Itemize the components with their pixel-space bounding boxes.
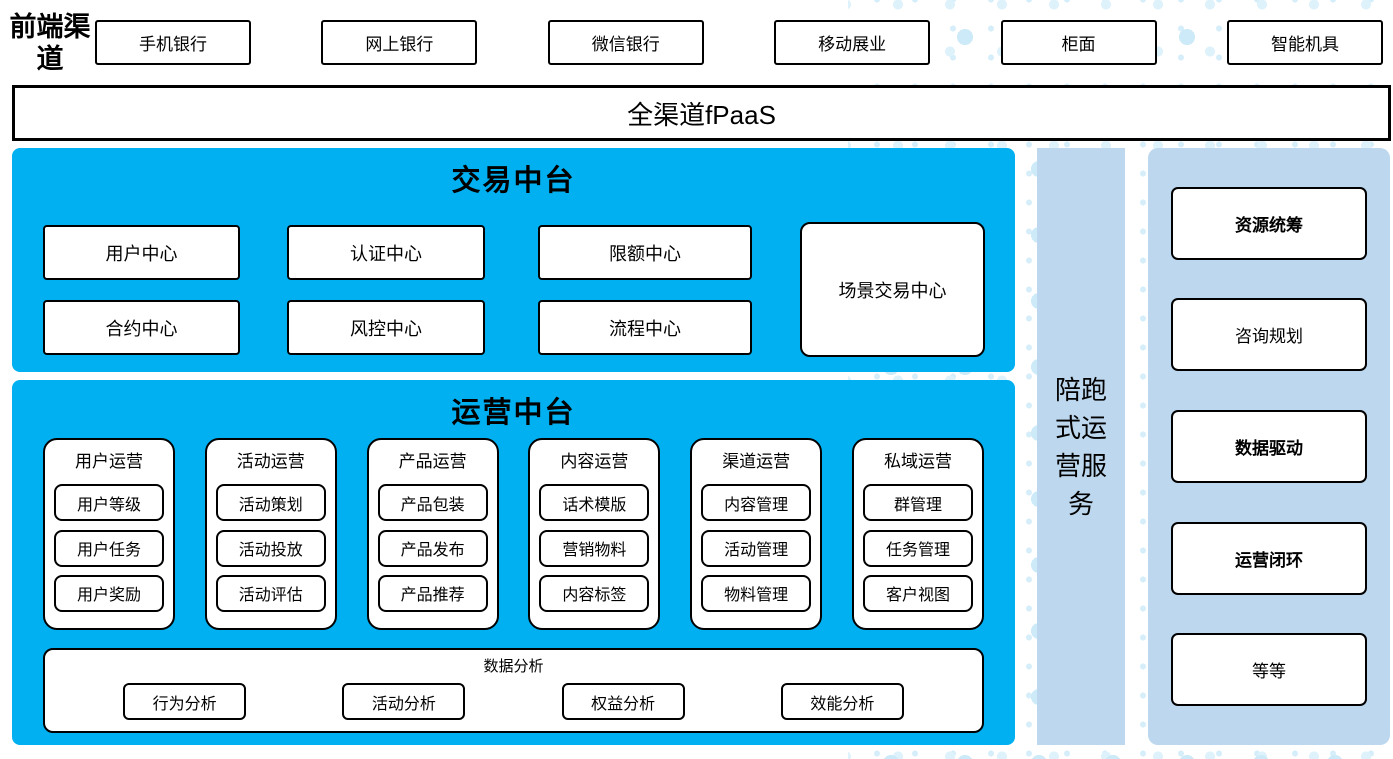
op-item: 活动管理 [701, 529, 812, 567]
right-panel-item-1: 咨询规划 [1171, 298, 1367, 372]
channel-box-mobile-banking: 手机银行 [95, 20, 251, 65]
transaction-platform-section: 交易中台 用户中心 认证中心 限额中心 合约中心 风控中心 流程中心 场景交易中… [12, 148, 1015, 372]
operations-columns: 用户运营 用户等级 用户任务 用户奖励 活动运营 活动策划 活动投放 活动评估 … [43, 438, 984, 630]
op-item: 内容管理 [701, 484, 812, 522]
right-panel-item-3: 运营闭环 [1171, 521, 1367, 595]
companion-operations-service-bar: 陪跑式运营服务 [1037, 148, 1125, 745]
op-item: 用户等级 [54, 484, 164, 522]
operations-platform-section: 运营中台 用户运营 用户等级 用户任务 用户奖励 活动运营 活动策划 活动投放 … [12, 380, 1015, 745]
companion-operations-service-label: 陪跑式运营服务 [1054, 374, 1107, 519]
campaign-analysis-box: 活动分析 [342, 683, 466, 720]
benefit-analysis-box: 权益分析 [561, 683, 685, 720]
process-center-box: 流程中心 [538, 300, 752, 355]
column-title: 渠道运营 [722, 452, 791, 471]
op-item: 产品推荐 [377, 574, 488, 612]
right-panel-item-4: 等等 [1171, 633, 1367, 707]
column-content-operations: 内容运营 话术模版 营销物料 内容标签 [528, 438, 661, 630]
op-item: 活动投放 [215, 529, 326, 567]
op-item: 产品发布 [377, 529, 488, 567]
right-panel-item-2: 数据驱动 [1171, 409, 1367, 483]
column-title: 产品运营 [398, 452, 467, 471]
column-title: 私域运营 [883, 452, 952, 471]
data-analysis-title: 数据分析 [483, 658, 544, 675]
channel-box-counter: 柜面 [1000, 20, 1157, 65]
frontend-channels-label: 前端渠道 [9, 12, 91, 75]
limit-center-box: 限额中心 [538, 225, 752, 280]
column-title: 内容运营 [560, 452, 629, 471]
op-item: 用户奖励 [54, 574, 164, 612]
data-analysis-container: 数据分析 行为分析 活动分析 权益分析 效能分析 [43, 648, 984, 733]
channel-box-online-banking: 网上银行 [321, 20, 478, 65]
op-item: 内容标签 [539, 574, 650, 612]
behavior-analysis-box: 行为分析 [123, 683, 247, 720]
column-private-domain-operations: 私域运营 群管理 任务管理 客户视图 [851, 438, 984, 630]
column-user-operations: 用户运营 用户等级 用户任务 用户奖励 [43, 438, 175, 630]
column-title: 用户运营 [75, 452, 143, 471]
column-product-operations: 产品运营 产品包装 产品发布 产品推荐 [366, 438, 499, 630]
auth-center-box: 认证中心 [287, 225, 485, 280]
column-campaign-operations: 活动运营 活动策划 活动投放 活动评估 [204, 438, 337, 630]
op-item: 产品包装 [377, 484, 488, 522]
right-panel-item-0: 资源统筹 [1171, 186, 1367, 260]
op-item: 用户任务 [54, 529, 164, 567]
channel-box-smart-devices: 智能机具 [1226, 20, 1383, 65]
channel-box-wechat-banking: 微信银行 [547, 20, 704, 65]
op-item: 物料管理 [701, 574, 812, 612]
op-item: 话术模版 [539, 484, 650, 522]
op-item: 活动策划 [215, 484, 326, 522]
column-channel-operations: 渠道运营 内容管理 活动管理 物料管理 [690, 438, 823, 630]
omnichannel-fpaas-bar: 全渠道fPaaS [12, 85, 1391, 141]
contract-center-box: 合约中心 [43, 300, 240, 355]
risk-center-box: 风控中心 [287, 300, 485, 355]
column-title: 活动运营 [236, 452, 305, 471]
scenario-transaction-center-box: 场景交易中心 [800, 222, 985, 357]
op-item: 任务管理 [862, 529, 973, 567]
operations-platform-title: 运营中台 [451, 395, 576, 429]
service-capabilities-panel: 资源统筹 咨询规划 数据驱动 运营闭环 等等 [1148, 148, 1390, 745]
op-item: 群管理 [862, 484, 973, 522]
op-item: 营销物料 [539, 529, 650, 567]
transaction-platform-title: 交易中台 [451, 163, 576, 197]
channel-box-mobile-marketing: 移动展业 [774, 20, 931, 65]
efficiency-analysis-box: 效能分析 [780, 683, 904, 720]
user-center-box: 用户中心 [43, 225, 240, 280]
channel-row: 手机银行 网上银行 微信银行 移动展业 柜面 智能机具 [95, 20, 1383, 65]
op-item: 客户视图 [862, 574, 973, 612]
op-item: 活动评估 [215, 574, 326, 612]
